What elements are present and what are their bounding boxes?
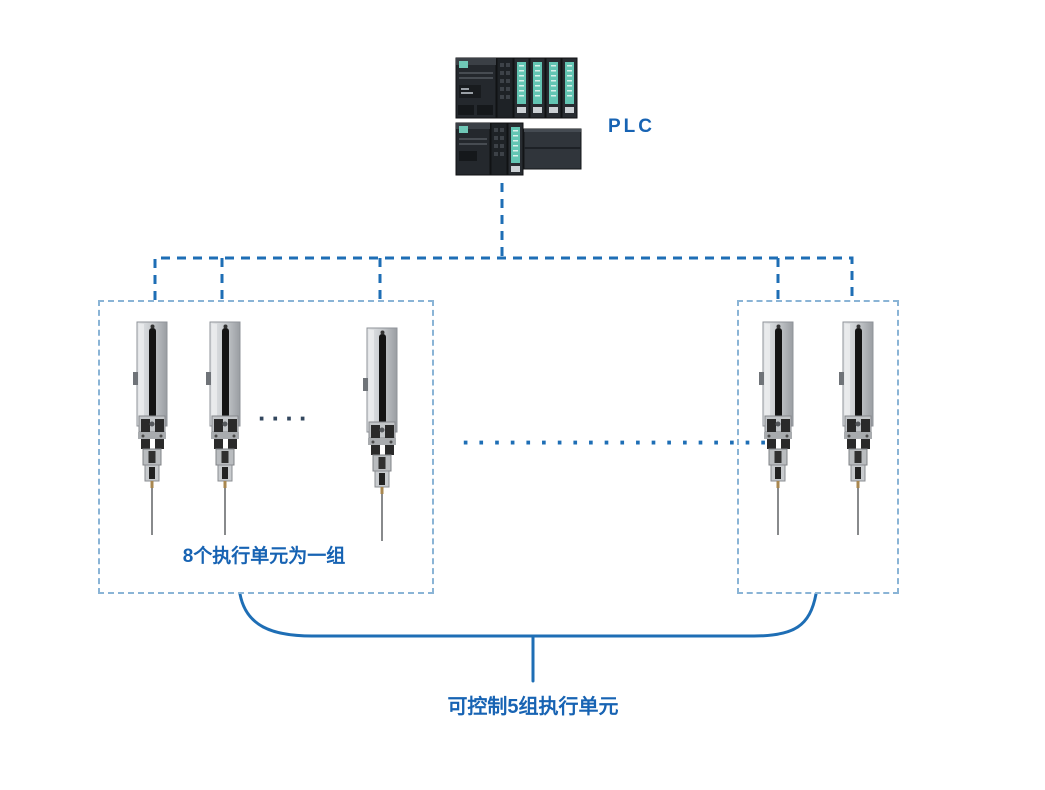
plc-device — [455, 57, 583, 179]
group-brace — [238, 592, 818, 638]
actuator-unit — [205, 321, 241, 536]
group-box-left — [98, 300, 434, 594]
group-size-label: 8个执行单元为一组 — [182, 546, 346, 567]
actuator-unit — [838, 321, 874, 536]
bus-line — [153, 256, 854, 300]
plc-device-image — [455, 57, 582, 176]
ellipsis-in-group: ···· — [258, 403, 313, 433]
capacity-label: 可控制5组执行单元 — [447, 696, 619, 718]
actuator-unit — [362, 327, 398, 542]
actuator-unit — [132, 321, 168, 536]
plc-label: PLC — [608, 116, 655, 137]
ellipsis-between-groups: ···················· — [462, 427, 776, 457]
group-box-right — [737, 300, 899, 594]
